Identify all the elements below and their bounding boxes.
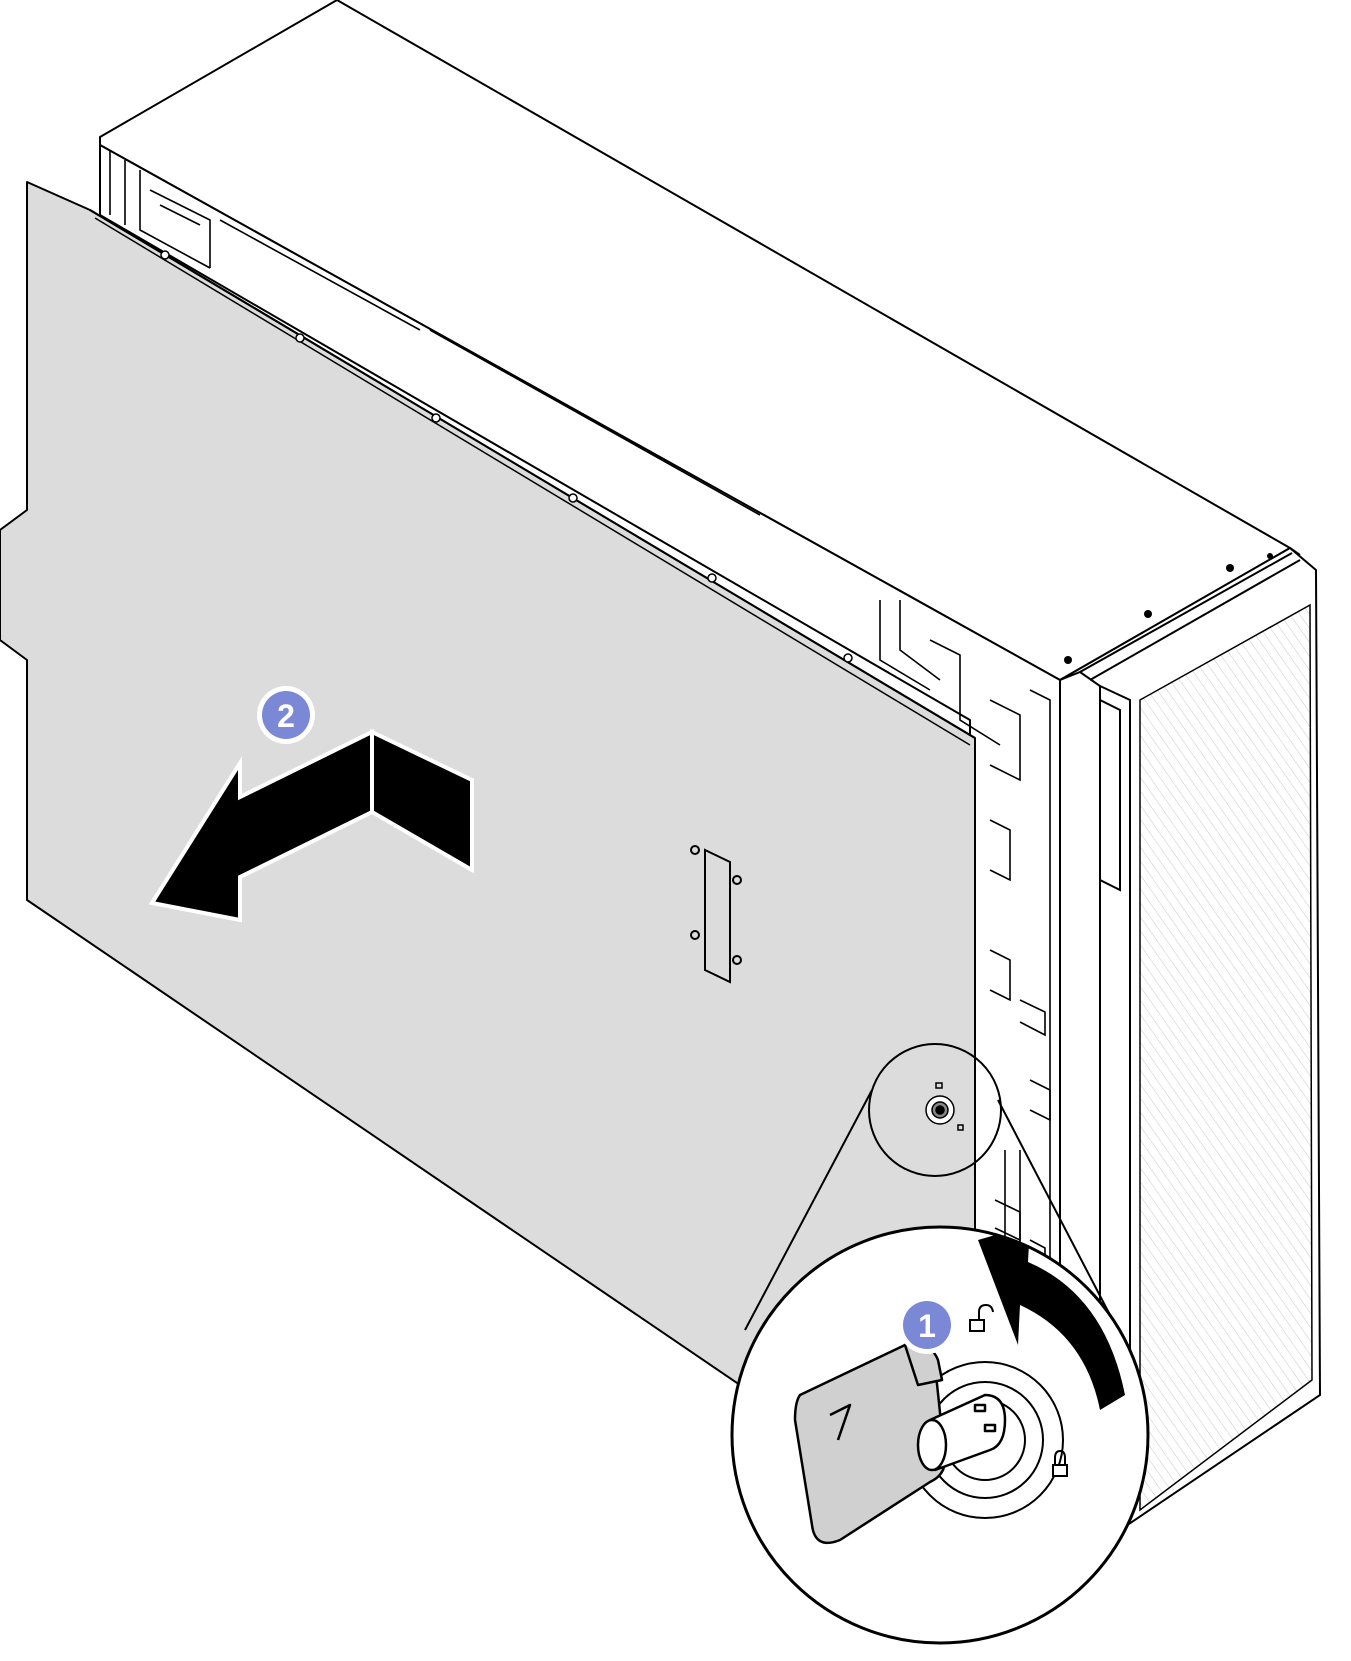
rotate-arrow-icon [978, 1227, 1125, 1410]
zoom-source-circle [868, 1043, 1002, 1177]
top-rivets [1064, 553, 1273, 664]
side-cover [0, 181, 976, 1506]
unlock-icon [969, 1303, 994, 1332]
slide-arrow-icon [148, 728, 474, 923]
front-bezel [1059, 547, 1313, 1530]
cover-rail-screws [160, 250, 853, 663]
callout-step-1: 1 [898, 1296, 956, 1354]
callout-label-1: 1 [918, 1308, 936, 1344]
lock-icon [1052, 1449, 1068, 1477]
cover-handle [690, 845, 742, 984]
zoom-connector-right [997, 1099, 1111, 1316]
zoom-detail [730, 1225, 1150, 1645]
internal-details [109, 150, 1051, 1480]
cover-lock [925, 1082, 964, 1131]
zoom-connector-left [744, 1089, 873, 1331]
cover-top-rail [89, 209, 976, 739]
front-vent-mesh [1139, 603, 1313, 1512]
callout-step-2: 2 [257, 686, 315, 744]
callout-label-2: 2 [277, 698, 295, 734]
